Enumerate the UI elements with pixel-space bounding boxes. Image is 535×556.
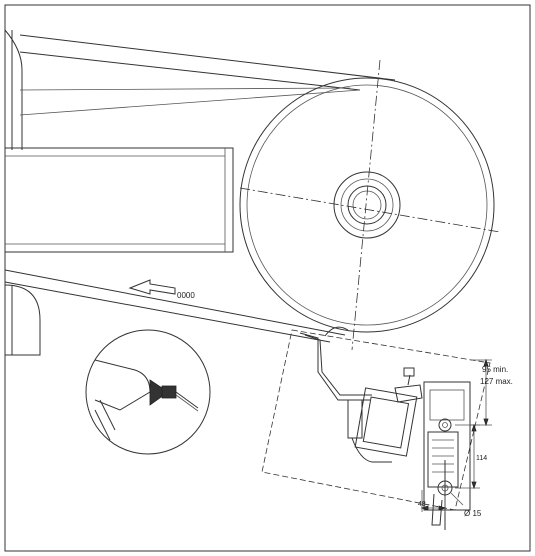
dimension-spacing-label: 114 [476, 455, 487, 462]
dimension-max-label: 127 max. [480, 377, 513, 386]
guide-rail [4, 147, 234, 253]
direction-arrow: 0000 [128, 279, 195, 300]
direction-marks: 0000 [177, 291, 195, 300]
belt-upper [19, 34, 396, 116]
dimension-min-label: 95 min. [482, 365, 508, 374]
drawing-frame [4, 4, 531, 552]
drill-detail-inset [85, 329, 211, 455]
belt-lower [4, 269, 346, 343]
left-housing [4, 29, 41, 356]
diameter-callout: Ø 15 [450, 492, 482, 518]
dimension-height-range: 95 min. 127 max. [470, 358, 513, 427]
dimension-offset: 48 [418, 490, 447, 512]
diameter-label: Ø 15 [464, 509, 482, 518]
large-pulley [239, 59, 501, 351]
tensioner-bracket [299, 332, 423, 463]
mounting-plate [423, 381, 471, 530]
dimension-spacing: 114 [455, 423, 487, 490]
dimension-offset-label: 48 [418, 501, 426, 508]
